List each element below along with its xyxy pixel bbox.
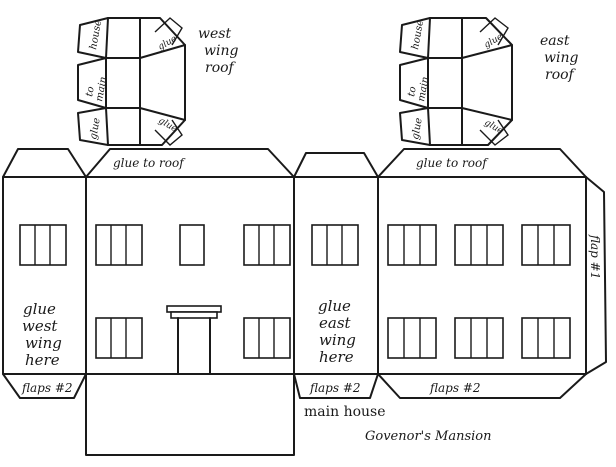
east-glue-bottom-label: glue bbox=[483, 118, 505, 137]
glue-to-roof-main-label: glue to roof bbox=[113, 156, 186, 170]
west-wing-roof-template: house to main glue glue glue west wing r… bbox=[77, 17, 238, 146]
window bbox=[95, 317, 143, 359]
glue-west-word-3: wing bbox=[25, 334, 62, 352]
window bbox=[387, 224, 437, 266]
main-house-template: glue to roof glue to roof bbox=[2, 148, 607, 456]
east-house-flap-label: house bbox=[410, 19, 426, 50]
glue-to-roof-east-label: glue to roof bbox=[416, 156, 489, 170]
glue-east-word-3: wing bbox=[319, 331, 356, 349]
window bbox=[387, 317, 437, 359]
west-house-flap-label: house bbox=[88, 19, 104, 50]
glue-west-word-1: glue bbox=[23, 300, 56, 318]
window bbox=[179, 224, 205, 266]
east-roof-word-1: east bbox=[540, 33, 570, 49]
east-wing-roof-template: house to main glue glue glue east wing r… bbox=[399, 17, 578, 146]
east-to-label: to bbox=[406, 86, 419, 98]
window bbox=[454, 224, 504, 266]
glue-west-word-4: here bbox=[25, 351, 60, 369]
window bbox=[454, 317, 504, 359]
window bbox=[521, 317, 571, 359]
glue-east-word-4: here bbox=[319, 348, 354, 366]
window bbox=[311, 224, 359, 266]
window bbox=[243, 317, 291, 359]
east-main-label: main bbox=[416, 76, 431, 103]
main-house-caption: main house bbox=[304, 404, 386, 420]
east-roof-word-2: wing bbox=[544, 50, 578, 66]
east-glue-flap-label: glue bbox=[410, 117, 425, 141]
west-glue-flap-label: glue bbox=[88, 117, 103, 141]
glue-east-word-1: glue bbox=[318, 297, 351, 315]
flaps2-left-label: flaps #2 bbox=[21, 381, 73, 395]
glue-east-word-2: east bbox=[319, 314, 352, 332]
west-roof-word-1: west bbox=[198, 26, 231, 42]
east-roof-word-3: roof bbox=[545, 67, 577, 83]
west-main-label: main bbox=[94, 76, 109, 103]
glue-west-word-2: west bbox=[22, 317, 58, 335]
west-to-label: to bbox=[84, 86, 97, 98]
flaps2-right-label: flaps #2 bbox=[429, 381, 481, 395]
window bbox=[19, 224, 67, 266]
window bbox=[95, 224, 143, 266]
flap1-label: flap #1 bbox=[588, 234, 602, 279]
mansion-title: Govenor's Mansion bbox=[365, 429, 492, 444]
window bbox=[521, 224, 571, 266]
west-roof-word-3: roof bbox=[205, 60, 237, 76]
west-roof-word-2: wing bbox=[204, 43, 238, 59]
window bbox=[243, 224, 291, 266]
flaps2-middle-label: flaps #2 bbox=[309, 381, 361, 395]
front-door-portico bbox=[166, 305, 222, 375]
